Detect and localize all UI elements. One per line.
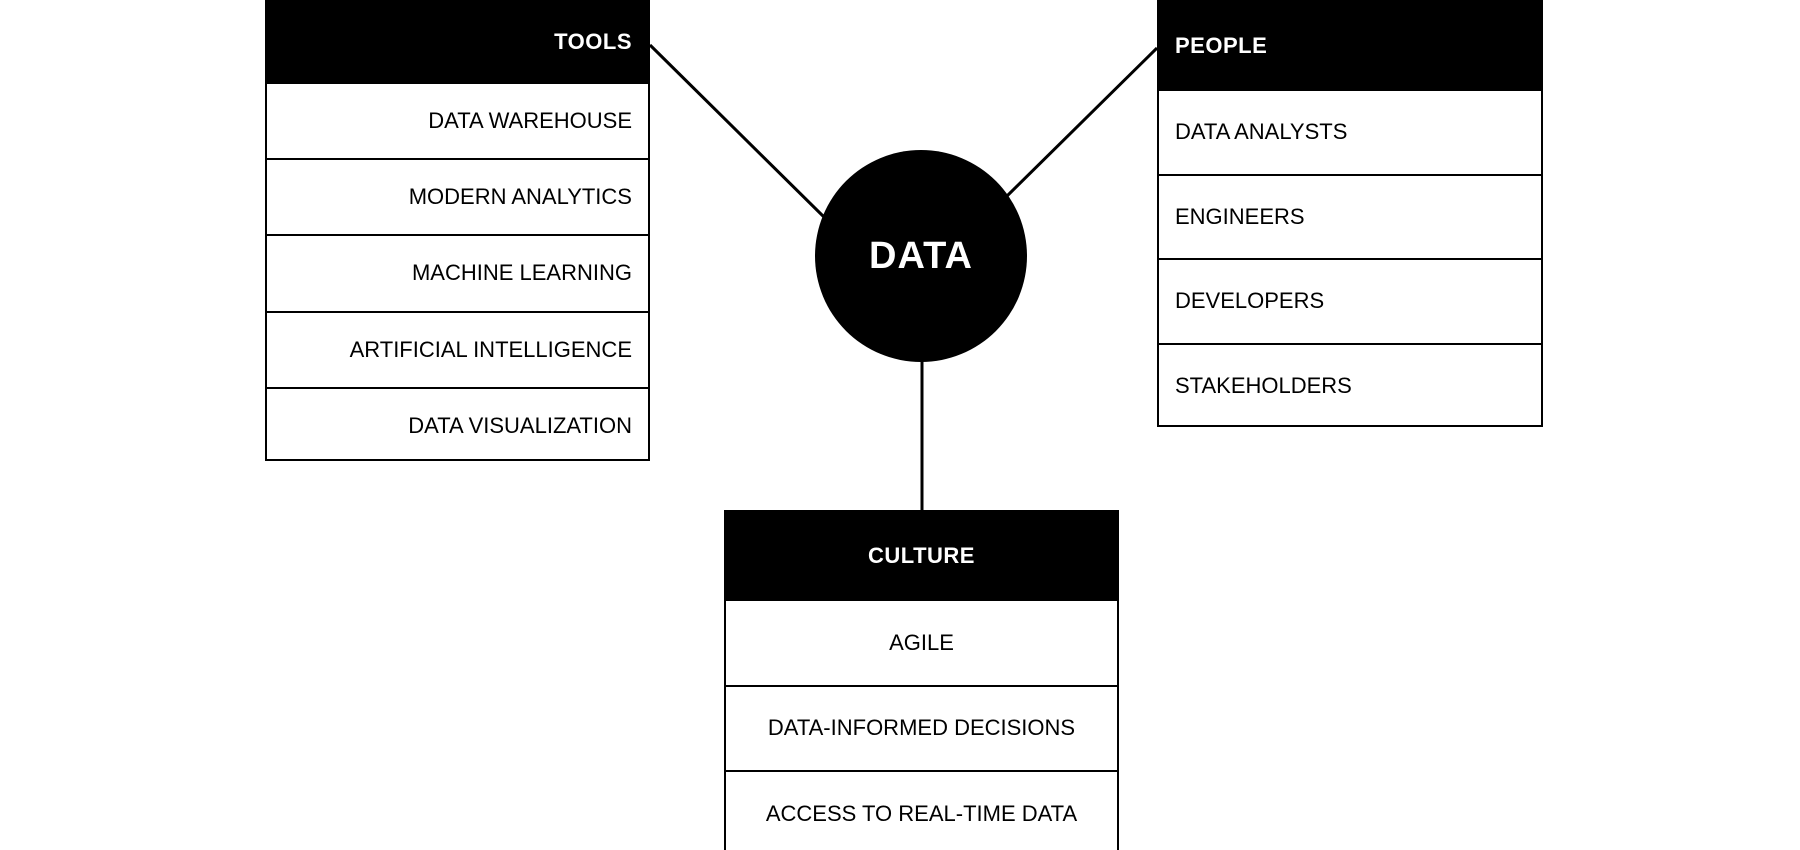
list-item: DATA ANALYSTS: [1159, 89, 1541, 174]
culture-title: CULTURE: [868, 542, 975, 568]
list-item: MACHINE LEARNING: [267, 234, 648, 310]
culture-header: CULTURE: [726, 512, 1117, 599]
list-item: STAKEHOLDERS: [1159, 342, 1541, 428]
people-title: PEOPLE: [1175, 32, 1268, 58]
tools-title: TOOLS: [554, 29, 632, 54]
tools-table: TOOLS DATA WAREHOUSE MODERN ANALYTICS MA…: [265, 0, 650, 461]
people-table: PEOPLE DATA ANALYSTS ENGINEERS DEVELOPER…: [1157, 0, 1543, 427]
list-item: ENGINEERS: [1159, 173, 1541, 259]
culture-table: CULTURE AGILE DATA-INFORMED DECISIONS AC…: [724, 510, 1119, 850]
list-item: AGILE: [726, 599, 1117, 685]
list-item: MODERN ANALYTICS: [267, 158, 648, 234]
list-item: DATA VISUALIZATION: [267, 386, 648, 463]
connector-people-hub: [1005, 46, 1159, 198]
connector-tools-hub: [648, 43, 827, 220]
list-item: DEVELOPERS: [1159, 258, 1541, 343]
list-item: DATA WAREHOUSE: [267, 82, 648, 158]
hub-label: DATA: [869, 234, 973, 277]
list-item: ACCESS TO REAL-TIME DATA: [726, 770, 1117, 850]
list-item: DATA-INFORMED DECISIONS: [726, 684, 1117, 771]
data-hub-circle: DATA: [815, 150, 1027, 362]
tools-header: TOOLS: [267, 2, 648, 82]
people-header: PEOPLE: [1159, 2, 1541, 89]
list-item: ARTIFICIAL INTELLIGENCE: [267, 310, 648, 387]
